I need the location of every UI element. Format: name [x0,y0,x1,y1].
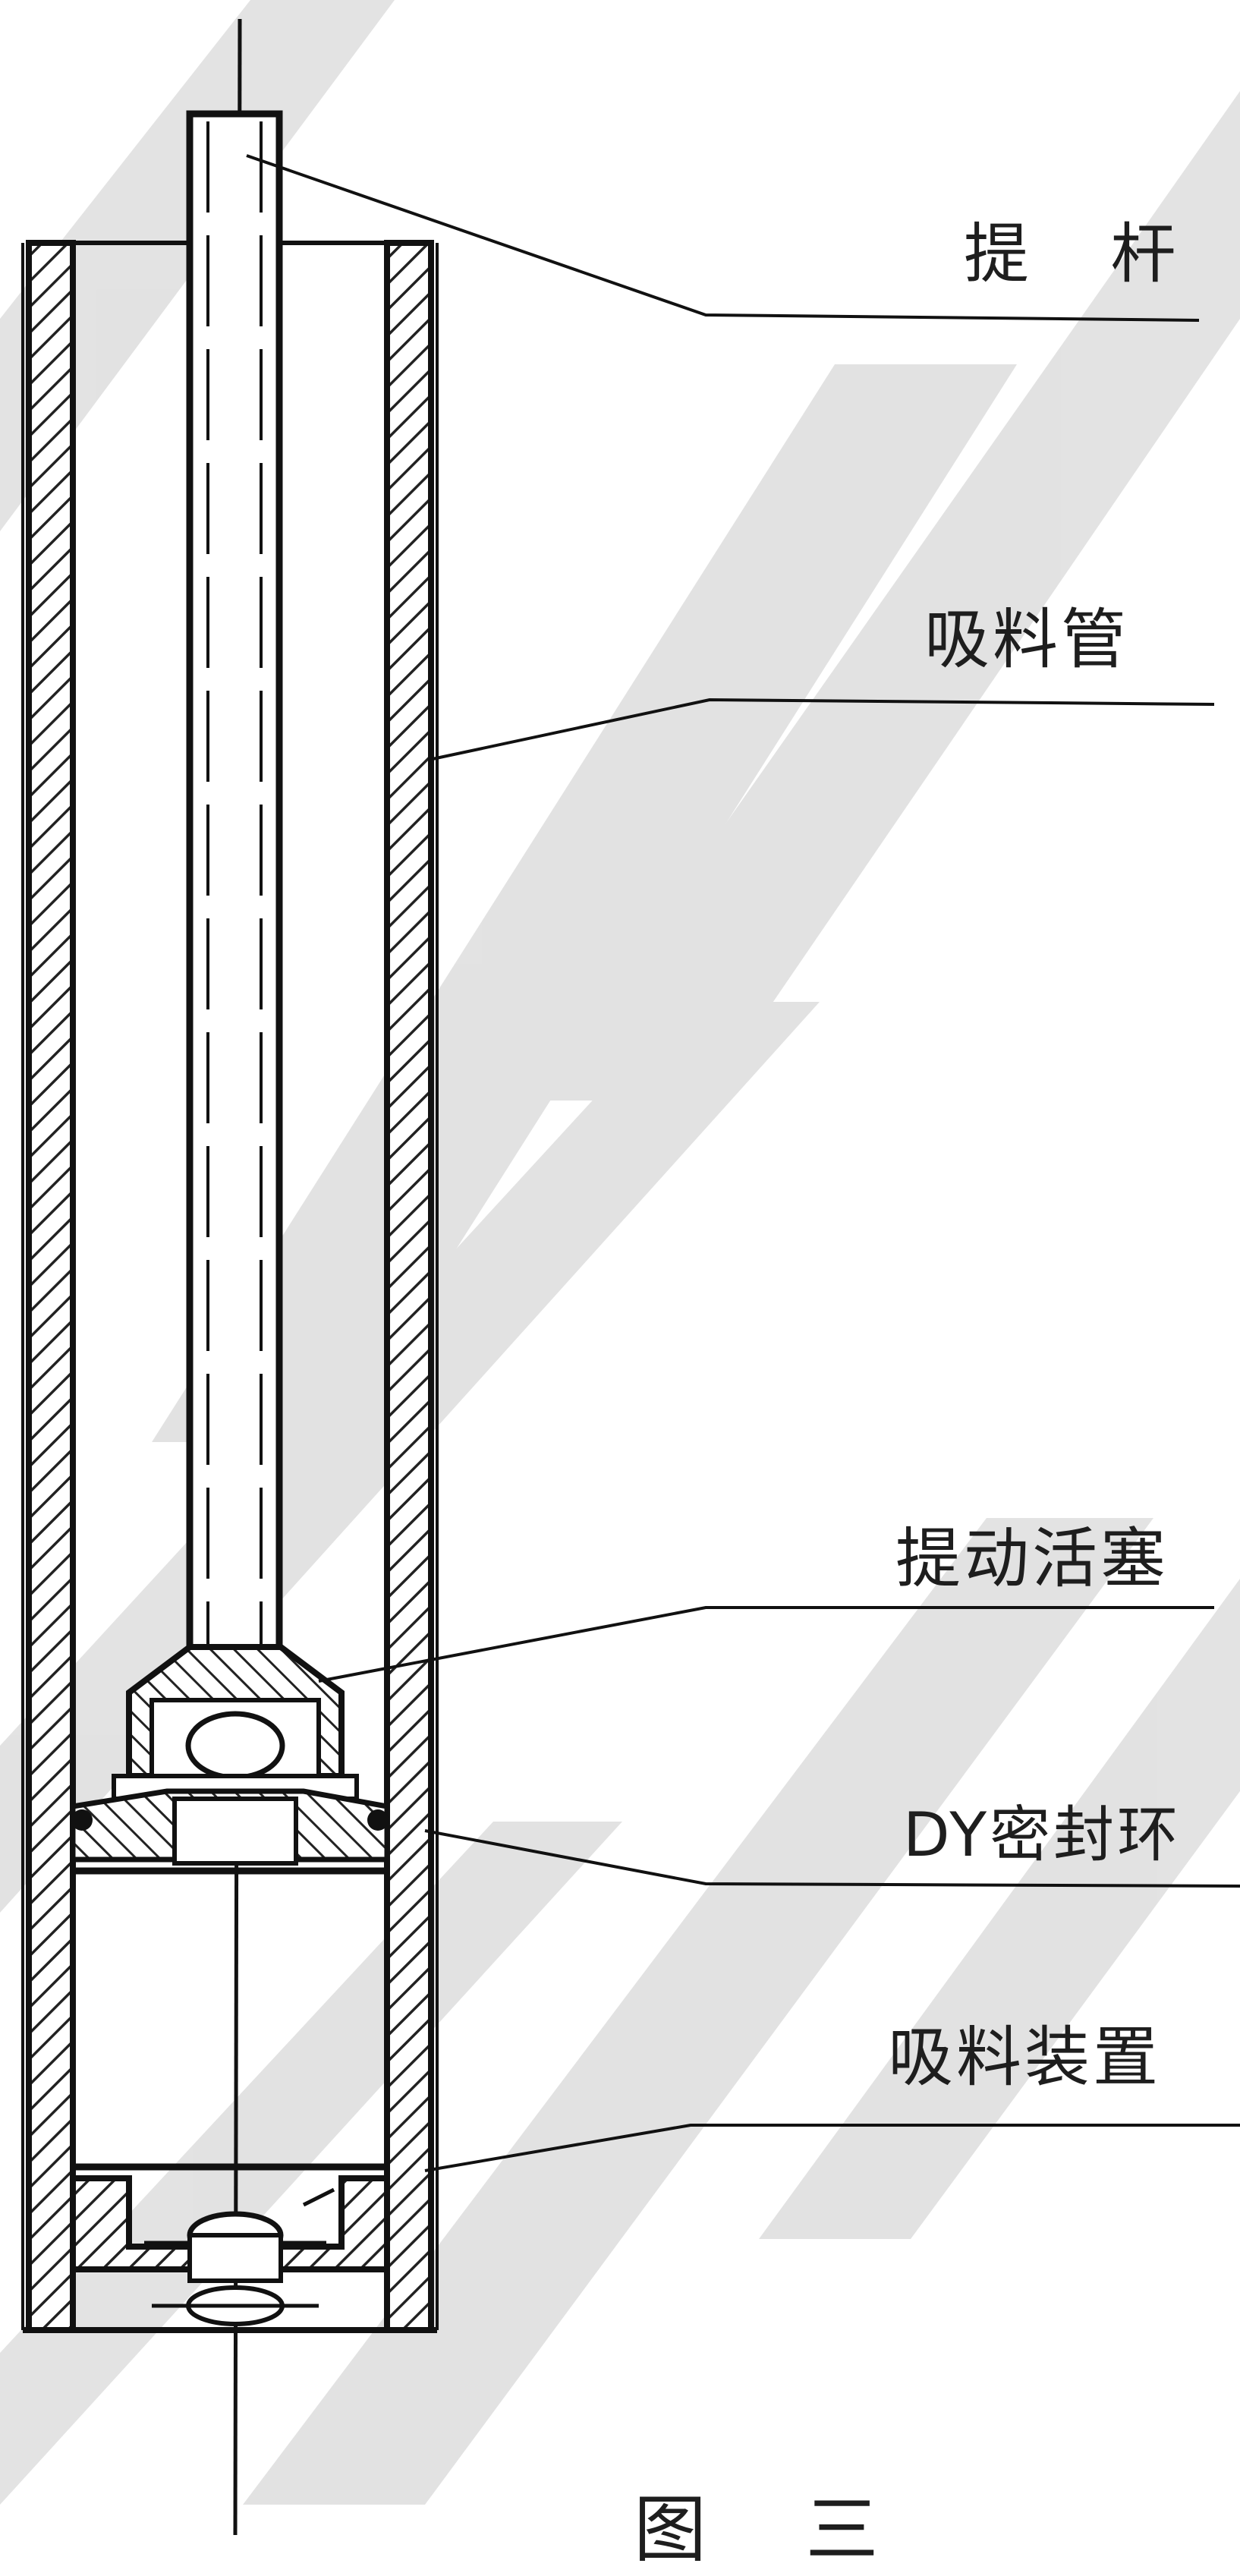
lift-piston [112,1644,359,1801]
leader-suction-device [424,2124,1240,2172]
watermark [0,0,1240,2505]
leader-dy-seal-ring [424,1829,1240,1888]
label-suction-device: 吸料装置 [888,2020,1161,2096]
suction-device [70,2163,390,2326]
label-lift-piston: 提动活塞 [895,1521,1169,1597]
leader-lines [246,154,1240,2172]
label-lift-rod: 提 杆 [964,216,1207,292]
leader-suction-tube [432,698,1215,761]
figure-caption: 图 三 [634,2487,917,2572]
lift-rod [186,110,283,1689]
leader-lift-rod [246,154,1200,322]
suction-tube [21,240,439,2333]
dy-seal-ring [70,1788,390,1875]
leader-lift-piston [318,1606,1214,1683]
label-suction-tube: 吸料管 [924,602,1129,678]
label-dy-seal-ring: DY密封环 [903,1800,1182,1870]
